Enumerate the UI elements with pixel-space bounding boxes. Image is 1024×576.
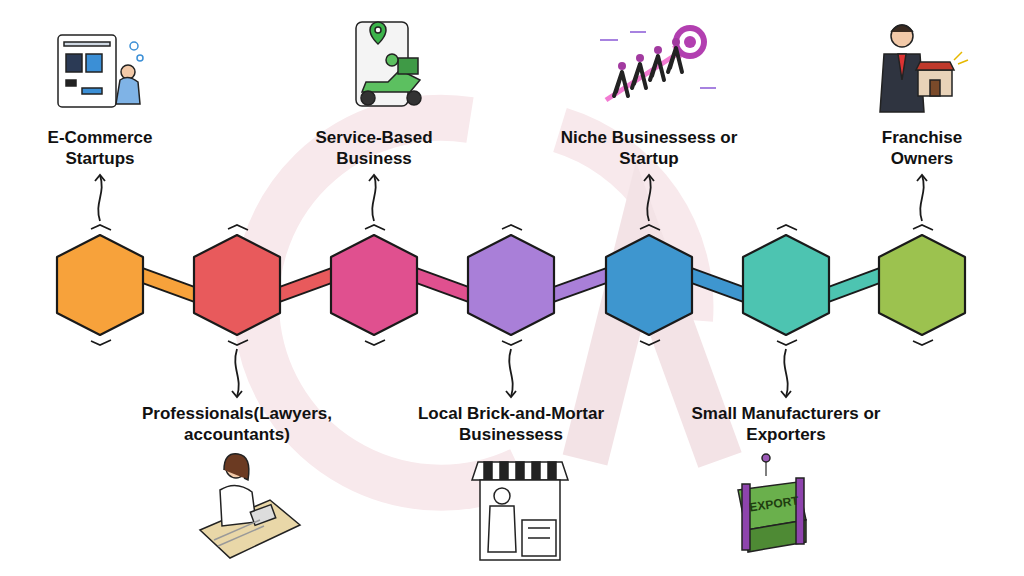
arrow-head (232, 391, 242, 397)
chain-bar (415, 275, 470, 295)
hexagon-node: Service-Based Business (331, 235, 417, 335)
hexagon-node: Small Manufacturers or Exporters (743, 235, 829, 335)
node-label: Franchise Owners (852, 127, 992, 169)
hexagon-shape (57, 235, 143, 335)
node-label: Local Brick-and-Mortar Businessess (406, 403, 616, 445)
leader-arrow (235, 349, 238, 397)
arrow-head (369, 175, 379, 181)
arrow-head (506, 391, 516, 397)
leader-arrow (372, 175, 375, 221)
chain-bar (690, 275, 745, 295)
node-label: Niche Businessess or Startup (559, 127, 739, 169)
shop-icon (472, 462, 568, 560)
chain-bar (278, 275, 333, 295)
leader-arrow (509, 349, 512, 397)
leader-arrows (95, 175, 927, 397)
hexagon-node: Niche Businessess or Startup (606, 235, 692, 335)
node-label: E-Commerce Startups (20, 127, 180, 169)
leader-arrow (920, 175, 923, 221)
hexagon-shape (194, 235, 280, 335)
leader-arrow (647, 175, 650, 221)
hexagon-shape (468, 235, 554, 335)
arrow-head (781, 391, 791, 397)
hexagon-node: Professionals(Lawyers, accountants) (194, 235, 280, 335)
hexagon-shape (606, 235, 692, 335)
hexagon-node: Franchise Owners (879, 235, 965, 335)
arrow-head (917, 175, 927, 181)
chain-bar (827, 275, 881, 295)
niche-icon (600, 25, 716, 100)
hexagon-shape (879, 235, 965, 335)
hexagon-shape (743, 235, 829, 335)
node-label: Professionals(Lawyers, accountants) (137, 403, 337, 445)
professional-icon (200, 454, 300, 558)
franchise-icon (880, 25, 968, 112)
arrow-head (95, 175, 105, 181)
export-box-icon (738, 454, 806, 552)
arrow-head (644, 175, 654, 181)
leader-arrow (784, 349, 787, 397)
leader-arrow (98, 175, 101, 221)
watermark-logo (256, 118, 720, 488)
ecommerce-icon (58, 35, 143, 107)
hexagon-node: E-Commerce Startups (57, 235, 143, 335)
delivery-icon (356, 22, 421, 106)
node-label: Small Manufacturers or Exporters (676, 403, 896, 445)
chain-bar (141, 275, 196, 295)
node-label: Service-Based Business (299, 127, 449, 169)
chain-bar (552, 275, 608, 295)
box-label: EXPORT (747, 493, 800, 514)
hexagon-shape (331, 235, 417, 335)
hexagon-node: Local Brick-and-Mortar Businessess (468, 235, 554, 335)
